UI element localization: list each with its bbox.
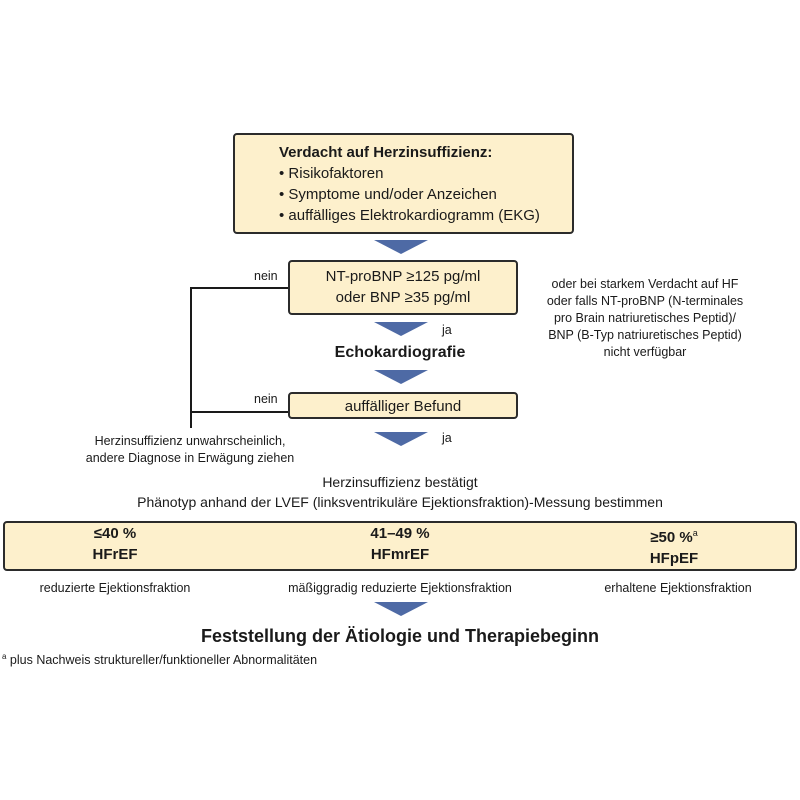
side-note-line: oder bei starkem Verdacht auf HF: [551, 277, 739, 291]
label-no: nein: [254, 392, 278, 406]
footnote: a plus Nachweis struktureller/funktionel…: [2, 648, 502, 669]
unlikely-line1: Herzinsuffizienz unwahrscheinlich,: [94, 434, 286, 448]
phenotype-name: HFpEF: [649, 550, 699, 567]
down-arrow: [374, 602, 428, 616]
label-no: nein: [254, 269, 278, 283]
connector-line: [190, 287, 192, 428]
phenotype-desc: reduzierte Ejektionsfraktion: [39, 581, 191, 595]
phenotype-column: 41–49 % HFmrEF: [300, 523, 500, 565]
suspicion-item: auffälliges Elektrokardiogramm (EKG): [279, 205, 572, 226]
footnote-marker: a: [692, 528, 698, 538]
phenotype-desc: erhaltene Ejektionsfraktion: [604, 581, 752, 595]
phenotype-range: 41–49 %: [370, 525, 430, 542]
side-note-line: oder falls NT-proBNP (N-terminales: [546, 294, 744, 308]
side-note: oder bei starkem Verdacht auf HF oder fa…: [530, 276, 760, 361]
suspicion-title: Verdacht auf Herzinsuffizienz:: [279, 144, 493, 161]
suspicion-box: Verdacht auf Herzinsuffizienz: Risikofak…: [233, 133, 574, 234]
echo-label: Echokardiografie: [334, 344, 466, 361]
finding-label: auffälliger Befund: [344, 398, 462, 415]
phenotype-column: ≤40 % HFrEF: [15, 523, 215, 565]
side-note-line: pro Brain natriuretisches Peptid)/: [553, 311, 737, 325]
phenotype-range: ≤40 %: [93, 525, 137, 542]
phenotype-column: ≥50 %a HFpEF: [574, 523, 774, 569]
down-arrow: [374, 240, 428, 254]
down-arrow: [374, 322, 428, 336]
phenotype-range: ≥50 %: [650, 529, 693, 546]
footnote-text: plus Nachweis struktureller/funktionelle…: [6, 653, 318, 668]
biomarker-line1: NT-proBNP ≥125 pg/ml: [325, 268, 481, 285]
phenotype-range-wrap: ≥50 %a: [574, 523, 774, 548]
phenotype-name: HFmrEF: [370, 546, 430, 563]
confirmed-line2: Phänotyp anhand der LVEF (linksventrikul…: [137, 494, 663, 510]
suspicion-item: Risikofaktoren: [279, 163, 572, 184]
unlikely-note: Herzinsuffizienz unwahrscheinlich, ander…: [60, 433, 320, 467]
confirmed-note: Herzinsuffizienz bestätigt Phänotyp anha…: [0, 472, 800, 512]
footnote-marker: a: [2, 652, 7, 661]
down-arrow: [374, 432, 428, 446]
side-note-line: nicht verfügbar: [603, 345, 687, 359]
unlikely-line2: andere Diagnose in Erwägung ziehen: [85, 451, 295, 465]
finding-box: auffälliger Befund: [288, 392, 518, 419]
suspicion-list: Risikofaktoren Symptome und/oder Anzeich…: [279, 163, 572, 226]
phenotype-name: HFrEF: [92, 546, 138, 563]
confirmed-line1: Herzinsuffizienz bestätigt: [322, 474, 478, 490]
connector-line: [190, 287, 288, 289]
label-yes: ja: [442, 431, 452, 445]
biomarker-box: NT-proBNP ≥125 pg/ml oder BNP ≥35 pg/ml: [288, 260, 518, 315]
conclusion: Feststellung der Ätiologie und Therapieb…: [200, 626, 600, 646]
down-arrow: [374, 370, 428, 384]
phenotype-desc: mäßiggradig reduzierte Ejektionsfraktion: [288, 581, 512, 595]
connector-line: [190, 411, 288, 413]
label-yes: ja: [442, 323, 452, 337]
phenotype-box: [3, 521, 797, 571]
suspicion-item: Symptome und/oder Anzeichen: [279, 184, 572, 205]
side-note-line: BNP (B-Typ natriuretisches Peptid): [548, 328, 742, 342]
biomarker-line2: oder BNP ≥35 pg/ml: [335, 289, 471, 306]
